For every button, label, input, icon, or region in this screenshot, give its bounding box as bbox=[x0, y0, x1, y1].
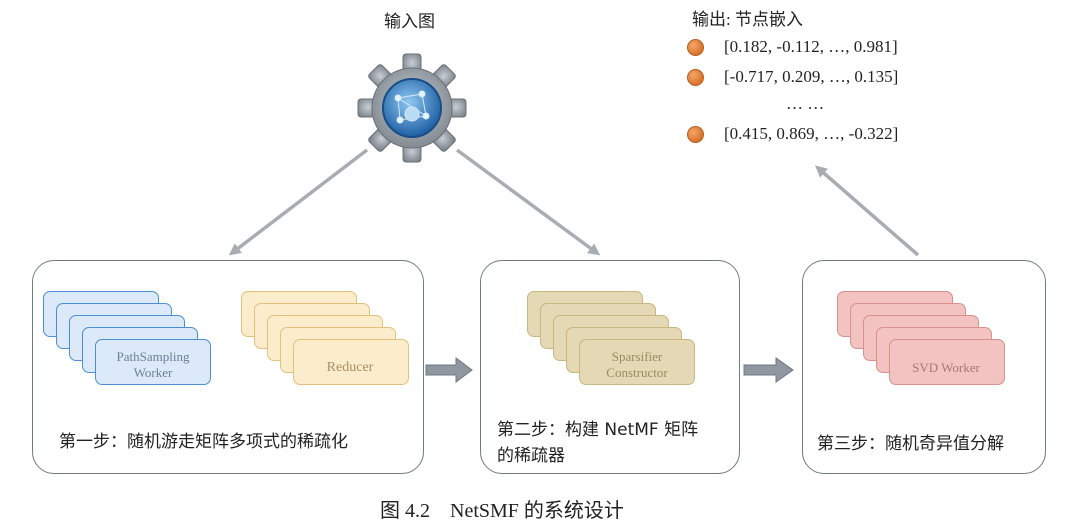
arrow-input-to-step1 bbox=[228, 148, 369, 256]
step1-panel: PathSampling Worker Reducer 第一步：随机游走矩阵多项… bbox=[32, 260, 424, 474]
reducer-card bbox=[293, 339, 409, 385]
sparsifier-constructor-label: Sparsifier Constructor bbox=[606, 349, 668, 381]
figure-caption: 图 4.2 NetSMF 的系统设计 bbox=[380, 500, 624, 522]
svd-worker-label: SVD Worker bbox=[912, 360, 980, 375]
arrow-step1-to-step2 bbox=[425, 357, 473, 383]
embedding-dot-icon bbox=[687, 38, 704, 56]
output-row: [0.415, 0.869, …, -0.322] bbox=[687, 124, 898, 144]
embedding-dot-icon bbox=[687, 68, 704, 86]
output-row-text: [0.182, -0.112, …, 0.981] bbox=[724, 37, 898, 56]
step1-caption: 第一步：随机游走矩阵多项式的稀疏化 bbox=[59, 432, 348, 452]
step3-panel: SVD Worker 第三步：随机奇异值分解 bbox=[802, 260, 1046, 474]
step2-caption-line1: 第二步：构建 NetMF 矩阵 bbox=[497, 420, 699, 440]
svd-worker-card bbox=[889, 339, 1005, 385]
worker-card bbox=[95, 339, 211, 385]
arrow-step3-to-output bbox=[814, 165, 920, 257]
embedding-dot-icon bbox=[687, 125, 704, 143]
output-row: [0.182, -0.112, …, 0.981] bbox=[687, 37, 898, 57]
output-row-text: [-0.717, 0.209, …, 0.135] bbox=[724, 67, 899, 86]
output-label: 输出: 节点嵌入 bbox=[692, 10, 803, 29]
output-ellipsis: … … bbox=[786, 94, 825, 113]
constructor-card bbox=[579, 339, 695, 385]
output-row-text: [0.415, 0.869, …, -0.322] bbox=[724, 124, 899, 143]
pathsampling-worker-label: PathSampling Worker bbox=[116, 349, 190, 381]
output-row: [-0.717, 0.209, …, 0.135] bbox=[687, 67, 898, 87]
step2-caption-line2: 的稀疏器 bbox=[497, 446, 565, 466]
input-label: 输入图 bbox=[384, 12, 435, 31]
step3-caption: 第三步：随机奇异值分解 bbox=[817, 434, 1004, 454]
arrow-input-to-step2 bbox=[455, 148, 601, 256]
arrow-step2-to-step3 bbox=[743, 357, 794, 383]
step2-panel: Sparsifier Constructor 第二步：构建 NetMF 矩阵 的… bbox=[480, 260, 740, 474]
gear-icon bbox=[357, 53, 467, 163]
reducer-label: Reducer bbox=[326, 360, 374, 375]
